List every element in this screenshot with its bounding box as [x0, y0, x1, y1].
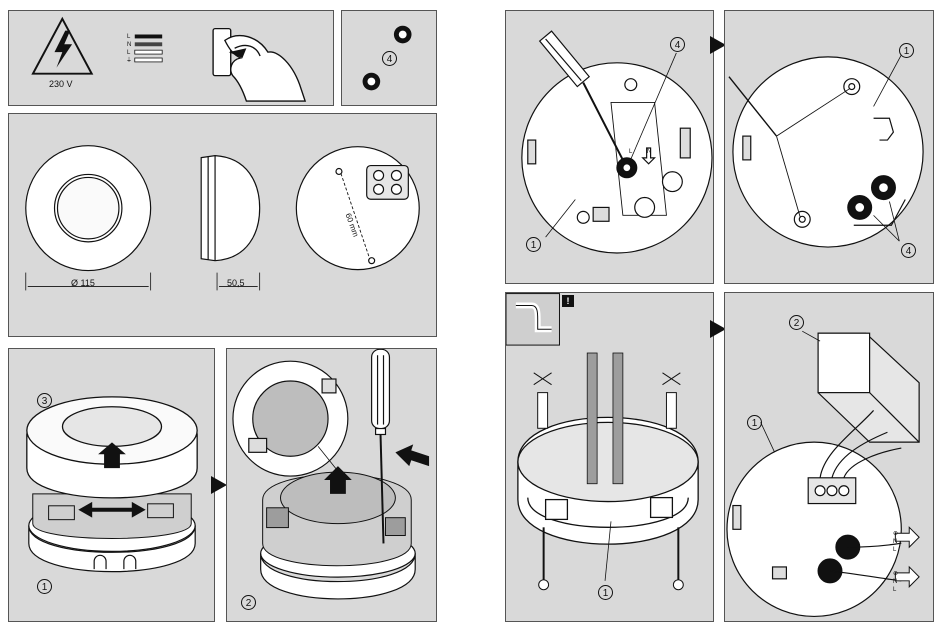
- panel-cable-entries: 1 4: [724, 10, 934, 284]
- callout-1: 1: [598, 585, 613, 600]
- callout-2: 2: [241, 595, 256, 610]
- lightning-bolt-icon: [54, 30, 73, 68]
- screwdriver-icon: [538, 30, 626, 165]
- wire-label-l: L: [127, 34, 131, 40]
- terminal-label-n: N: [647, 149, 652, 155]
- callout-1: 1: [37, 579, 52, 594]
- base-ring: [517, 416, 699, 545]
- wire-label-earth: ⊕: [893, 531, 899, 537]
- panel-safety-warning: 230 V L N L ⏚: [8, 10, 334, 106]
- hand-switching-off-icon: [212, 27, 307, 102]
- callout-4: 4: [382, 51, 397, 66]
- arrow-up-icon: [98, 442, 126, 469]
- sensor-front-view: [25, 145, 152, 272]
- base-plate: [726, 441, 902, 618]
- wire-label-n: N: [893, 579, 898, 585]
- wall-plug-icon: [533, 372, 681, 429]
- wire-label-l: L: [893, 587, 897, 593]
- wire-label-earth: ⏚: [126, 58, 133, 64]
- high-voltage-warning-icon: [31, 16, 94, 75]
- base-plate: [732, 56, 924, 248]
- inset-flush-box: [506, 293, 560, 346]
- panel-open-base: 4 1 L N: [505, 10, 714, 284]
- cover-ring: [26, 396, 198, 499]
- next-step-arrow-icon: [211, 476, 227, 494]
- cable-icon: [612, 352, 624, 485]
- arrow-in-icon: [894, 565, 920, 588]
- wire-label-l2: L: [127, 50, 131, 56]
- sensor-side-view: [200, 155, 261, 262]
- callout-4: 4: [901, 243, 916, 258]
- callout-2: 2: [789, 315, 804, 330]
- warning-badge: !: [562, 295, 574, 307]
- next-step-arrow-icon: [710, 36, 726, 54]
- arrow-rotate-icon: [78, 501, 146, 518]
- panel-dimensions: Ø 115 50,5 60 mm: [8, 113, 437, 337]
- next-step-arrow-icon: [710, 320, 726, 338]
- sensor-module: [817, 332, 920, 443]
- arrow-push-icon: [395, 444, 430, 467]
- callout-1: 1: [899, 43, 914, 58]
- height-label: 50,5: [227, 278, 245, 288]
- diameter-label: Ø 115: [71, 278, 95, 288]
- panel-release-module: 2: [226, 348, 437, 622]
- callout-1: 1: [526, 237, 541, 252]
- panel-remove-cover: 3 1: [8, 348, 215, 622]
- detached-board: [232, 360, 349, 477]
- terminal-label-l: L: [629, 149, 633, 155]
- panel-mounting-holes: 4: [341, 10, 437, 106]
- screw-icon: [538, 527, 684, 591]
- arrow-in-icon: [894, 526, 920, 549]
- callout-4: 4: [670, 37, 685, 52]
- cable-icon: [586, 352, 598, 485]
- callout-3: 3: [37, 393, 52, 408]
- wire-label-n: N: [127, 42, 132, 48]
- sensor-back-view: [295, 146, 420, 271]
- wire-label-l: L: [893, 547, 897, 553]
- panel-connect-wires: 2 1 ⊕ N L ⊕ N L: [724, 292, 934, 622]
- base-plate: [521, 62, 713, 254]
- screwdriver-icon: [371, 349, 391, 544]
- sensor-module: [32, 493, 192, 539]
- sensor-module: [262, 471, 412, 567]
- wire-bundle-icon: [819, 410, 902, 582]
- wire-bars-icon: [134, 34, 163, 63]
- callout-1: 1: [747, 415, 762, 430]
- arrow-up-icon: [324, 466, 352, 494]
- pencil-icon: [728, 76, 778, 137]
- voltage-label: 230 V: [49, 79, 73, 89]
- wire-label-n: N: [893, 539, 898, 545]
- wire-label-earth: ⊕: [893, 571, 899, 577]
- panel-mount-base: ! 1: [505, 292, 714, 622]
